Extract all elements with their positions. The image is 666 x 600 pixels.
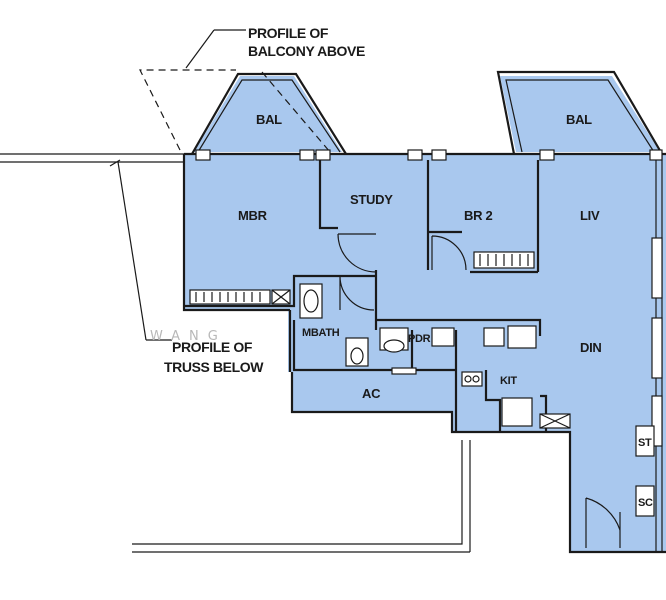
room-label-ac: AC <box>362 386 381 401</box>
room-label-liv: LIV <box>580 208 600 223</box>
room-label-pdr: PDR <box>408 333 431 345</box>
room-label-kit: KIT <box>500 375 517 387</box>
room-label-mbath: MBATH <box>302 327 340 339</box>
room-label-bal-right: BAL <box>566 112 592 127</box>
room-fills <box>184 76 666 552</box>
truss-profile-note-line2: TRUSS BELOW <box>164 359 264 375</box>
truss-below-profile <box>0 153 184 341</box>
room-label-mbr: MBR <box>238 208 268 223</box>
room-label-br2: BR 2 <box>464 208 492 223</box>
balcony-left-area <box>194 76 342 152</box>
room-label-st: ST <box>638 437 652 449</box>
truss-profile-note-line1: PROFILE OF <box>172 339 253 355</box>
room-label-bal-left: BAL <box>256 112 282 127</box>
unit-main-area <box>184 154 666 552</box>
watermark: WANG <box>150 329 227 344</box>
doors <box>337 233 621 548</box>
wardrobes <box>189 251 535 305</box>
balcony-right <box>496 70 663 155</box>
room-label-sc: SC <box>638 497 653 509</box>
balcony-above-profile <box>139 29 331 153</box>
room-label-study: STUDY <box>350 192 393 207</box>
room-label-din: DIN <box>580 340 602 355</box>
balcony-profile-note-line2: BALCONY ABOVE <box>248 43 365 59</box>
balcony-profile-note-line1: PROFILE OF <box>248 25 329 41</box>
fixtures <box>299 283 655 517</box>
balcony-right-area <box>500 76 660 152</box>
outer-walls <box>132 152 666 554</box>
windows <box>195 149 663 447</box>
